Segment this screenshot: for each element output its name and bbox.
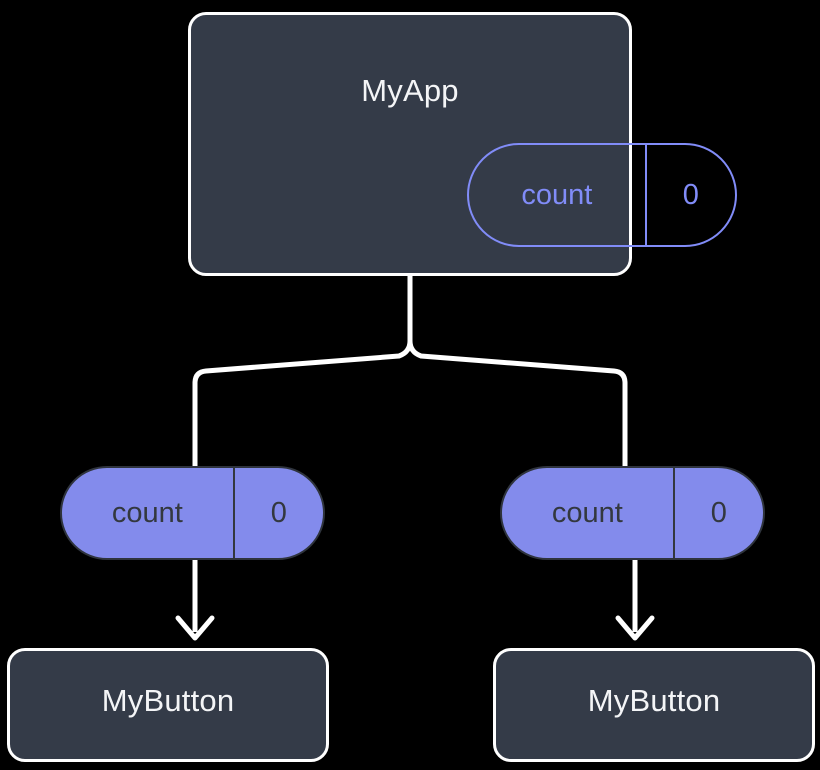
state-pill-left-count[interactable]: count 0 [60,466,325,560]
component-label-mybutton-right: MyButton [587,683,721,718]
arrow-head-right [615,615,655,641]
component-label-mybutton-left: MyButton [101,683,235,718]
state-pill-name: count [62,468,235,558]
state-pill-value: 0 [682,178,699,211]
arrow-head-left [175,615,215,641]
component-box-mybutton-left[interactable]: MyButton [7,648,329,762]
component-box-mybutton-right[interactable]: MyButton [493,648,815,762]
state-pill-value: 0 [270,496,287,529]
state-pill-myapp-count[interactable]: count 0 [467,143,737,247]
connector-fork-path-right [407,273,628,469]
component-box-myapp[interactable]: MyApp count 0 [188,12,737,276]
component-label-myapp: MyApp [361,73,459,108]
state-pill-value: 0 [710,496,727,529]
state-pill-name: count [469,145,647,245]
state-pill-right-count[interactable]: count 0 [500,466,765,560]
state-pill-name: count [502,468,675,558]
connector-fork-path [192,273,413,469]
